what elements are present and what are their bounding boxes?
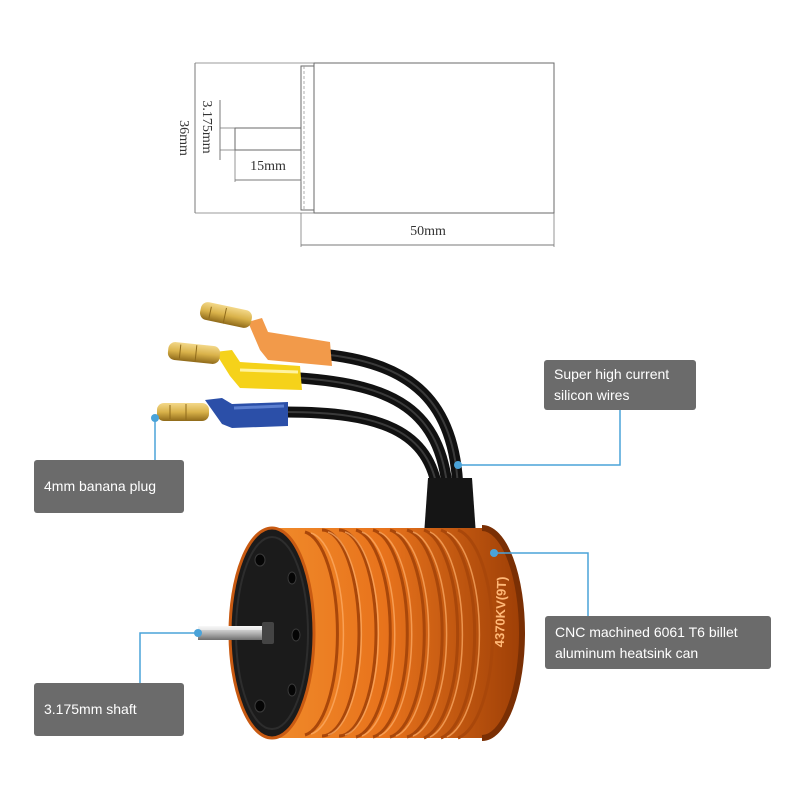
banana-plug-1 [199,302,253,328]
callout-banana-plug-line1: 4mm banana plug [44,478,157,494]
drawing-motor-body [313,62,555,214]
motor-can: 4370KV(9T) [198,525,525,741]
callout-heatsink-can-line1: CNC machined 6061 T6 billet [555,623,738,640]
heatsink-fins [304,528,494,740]
callout-banana-plug: 4mm banana plug [34,460,184,513]
leader-lines [139,408,621,683]
callout-silicon-wires: Super high current silicon wires [544,360,696,410]
drawing-shaft [234,127,302,151]
callout-silicon-wires-line1: Super high current [554,366,670,382]
leader-wires [458,408,621,466]
leader-heatsink [494,552,589,616]
callout-heatsink-can: CNC machined 6061 T6 billet aluminum hea… [545,616,771,669]
leader-shaft [139,632,198,683]
motor-kv-label: 4370KV(9T) [492,576,509,647]
silicon-wires [279,349,464,500]
dim-label-50mm: 50mm [410,224,446,239]
dim-label-36mm: 36mm [176,120,191,156]
callout-heatsink-can-line2: aluminum heatsink can [555,644,699,661]
dim-label-15mm: 15mm [250,159,286,174]
sleeve-blue [205,398,288,428]
banana-plug-3 [157,403,209,421]
callout-shaft-line1: 3.175mm shaft [44,701,137,717]
leader-dots [151,414,498,637]
wire-entry-sleeve [424,478,476,535]
callout-shaft: 3.175mm shaft [34,683,184,736]
dimension-drawing: 36mm 3.175mm 15mm 50mm [176,62,555,247]
sleeve-orange [248,318,332,366]
dim-label-shaft-diameter: 3.175mm [199,100,214,153]
banana-plug-2 [167,342,221,364]
callout-silicon-wires-line2: silicon wires [554,387,630,403]
wire-sleeves [205,318,332,428]
banana-plugs [157,302,253,421]
drawing-front-flange [300,65,315,211]
